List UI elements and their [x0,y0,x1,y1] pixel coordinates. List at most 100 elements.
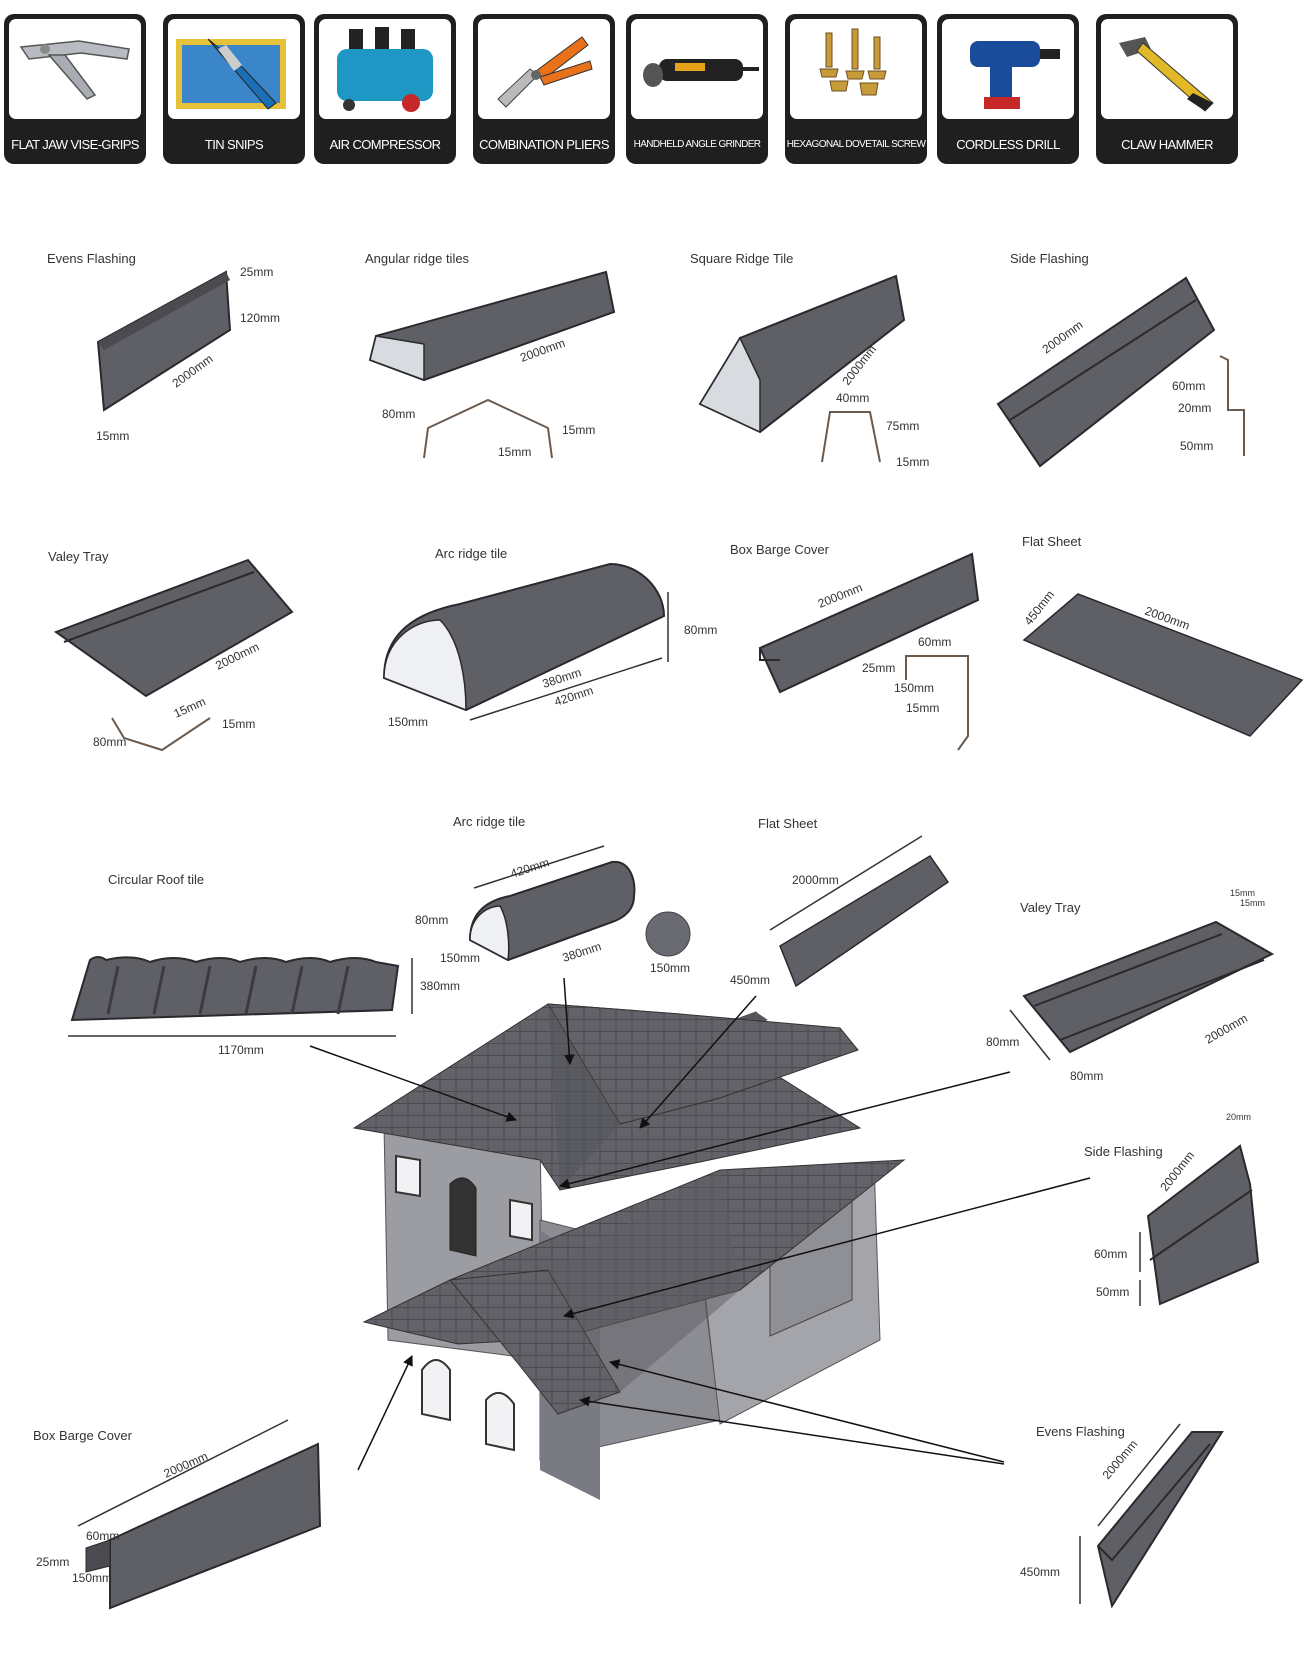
angular-ridge-title: Angular ridge tiles [365,251,470,266]
house-valey-tray-dim-1: 15mm [1230,888,1255,898]
arrow-arc-ridge [563,977,575,1066]
tool-card-angle-grinder[interactable]: HANDHELD ANGLE GRINDER [626,14,768,164]
evens-flashing-dim-2: 120mm [240,311,280,325]
vise-grips-icon [19,40,130,100]
angle-grinder-icon [643,59,759,87]
house-valey-tray-dim-5: 2000mm [1203,1011,1250,1046]
square-ridge-dim-3: 75mm [886,419,919,433]
box-barge-part [758,552,980,694]
evens-flashing-title: Evens Flashing [47,251,136,266]
evens-flashing-dim-1: 25mm [240,265,273,279]
house-flat-sheet-dim-2: 450mm [730,973,770,987]
house-flat-sheet-part [779,854,950,988]
arc-ridge-dim-1: 80mm [684,623,717,637]
tool-label: CLAW HAMMER [1121,136,1213,152]
house-side-flashing-dim-4: 50mm [1096,1285,1129,1299]
tool-label: FLAT JAW VISE-GRIPS [11,136,139,152]
arc-ridge-dim-4: 150mm [388,715,428,729]
cordless-drill-icon [970,41,1060,109]
arrow-circular-roof [309,1045,517,1122]
box-barge-dim-5: 15mm [906,701,939,715]
flat-sheet-title: Flat Sheet [1022,534,1082,549]
house-arc-ridge-end-cap [645,911,691,957]
tool-card-claw-hammer[interactable]: CLAW HAMMER [1096,14,1238,164]
valey-tray-profile [111,717,211,752]
side-flashing-dim-3: 20mm [1178,401,1211,415]
tool-label: AIR COMPRESSOR [329,136,441,152]
valey-tray-dim-4: 80mm [93,735,126,749]
house-circular-roof-dim-1: 380mm [420,979,460,993]
tool-card-screw[interactable]: HEXAGONAL DOVETAIL SCREW [785,14,927,164]
house-flat-sheet-dim-1: 2000mm [792,873,839,887]
house-circular-roof-title: Circular Roof tile [108,872,204,887]
square-ridge-dim-2: 40mm [836,391,869,405]
house-valey-tray-dim-4: 80mm [1070,1069,1103,1083]
square-ridge-title: Square Ridge Tile [690,251,793,266]
tool-label: HANDHELD ANGLE GRINDER [633,138,761,150]
house-flat-sheet-length-line [769,835,923,931]
arrow-flat-sheet [639,995,757,1129]
house-box-barge-title: Box Barge Cover [33,1428,133,1443]
box-barge-profile [905,655,969,751]
tool-card-tin-snips[interactable]: TIN SNIPS [163,14,305,164]
pliers-icon [497,36,593,108]
arrow-valey-tray [558,1071,1011,1189]
angular-ridge-profile [423,398,553,459]
arrow-box-barge [357,1355,413,1471]
air-compressor-icon [337,27,433,112]
arrow-side-flashing [562,1177,1091,1319]
house-circular-roof-dim-2: 1170mm [218,1043,264,1057]
angular-ridge-part [368,270,616,382]
house-box-barge-part [85,1442,322,1610]
box-barge-dim-3: 25mm [862,661,895,675]
house-evens-flashing-dim-1: 2000mm [1100,1437,1141,1482]
evens-flashing-part [96,270,232,412]
valey-tray-part [53,558,294,698]
box-barge-dim-2: 60mm [918,635,951,649]
screw-icon [819,28,887,96]
tool-label: COMBINATION PLIERS [479,136,609,152]
angular-ridge-dim-2: 80mm [382,407,415,421]
tool-card-pliers[interactable]: COMBINATION PLIERS [473,14,615,164]
house-evens-flashing-part [1096,1431,1224,1609]
house-box-barge-dim-3: 25mm [36,1555,69,1569]
tin-snips-icon [176,38,286,110]
arc-ridge-title: Arc ridge tile [435,546,507,561]
house-valey-tray-dim-2: 15mm [1240,898,1265,908]
house-evens-flashing-title: Evens Flashing [1036,1424,1125,1439]
arrow-evens-flashing-2 [578,1396,1005,1465]
house-valey-tray-part [1022,920,1275,1054]
house-valey-tray-width-line [1009,1009,1051,1061]
house-side-flashing-dim-1: 20mm [1226,1112,1251,1122]
tool-card-cordless-drill[interactable]: CORDLESS DRILL [937,14,1079,164]
house-evens-flashing-dim-2: 450mm [1020,1565,1060,1579]
square-ridge-part [698,274,906,434]
arc-ridge-length-line [469,657,663,721]
pointer-arrows [309,977,1091,1471]
side-flashing-title: Side Flashing [1010,251,1089,266]
house-arc-ridge-title: Arc ridge tile [453,814,525,829]
claw-hammer-icon [1119,37,1214,112]
house-flat-sheet-title: Flat Sheet [758,816,818,831]
evens-flashing-dim-4: 15mm [96,429,129,443]
house-evens-flashing-length-line [1097,1423,1181,1527]
tool-card-vise-grips[interactable]: FLAT JAW VISE-GRIPS [4,14,146,164]
angular-ridge-dim-4: 15mm [498,445,531,459]
house-side-flashing-title: Side Flashing [1084,1144,1163,1159]
house-arc-ridge-dim-1: 420mm [509,855,551,881]
tool-card-air-compressor[interactable]: AIR COMPRESSOR [314,14,456,164]
house-box-barge-dim-4: 150mm [72,1571,112,1585]
box-barge-dim-4: 150mm [894,681,934,695]
angular-ridge-dim-3: 15mm [562,423,595,437]
box-barge-title: Box Barge Cover [730,542,830,557]
house-box-barge-length-line [77,1419,289,1527]
house-side-flashing-part [1146,1144,1260,1306]
square-ridge-dim-4: 15mm [896,455,929,469]
side-flashing-dim-4: 50mm [1180,439,1213,453]
house-arc-ridge-dim-2: 80mm [415,913,448,927]
arrow-evens-flashing-1 [608,1359,1005,1463]
house-side-flashing-dim-3: 60mm [1094,1247,1127,1261]
house-arc-ridge-part [468,860,636,962]
arc-ridge-part [382,562,666,712]
tool-label: CORDLESS DRILL [956,136,1060,152]
